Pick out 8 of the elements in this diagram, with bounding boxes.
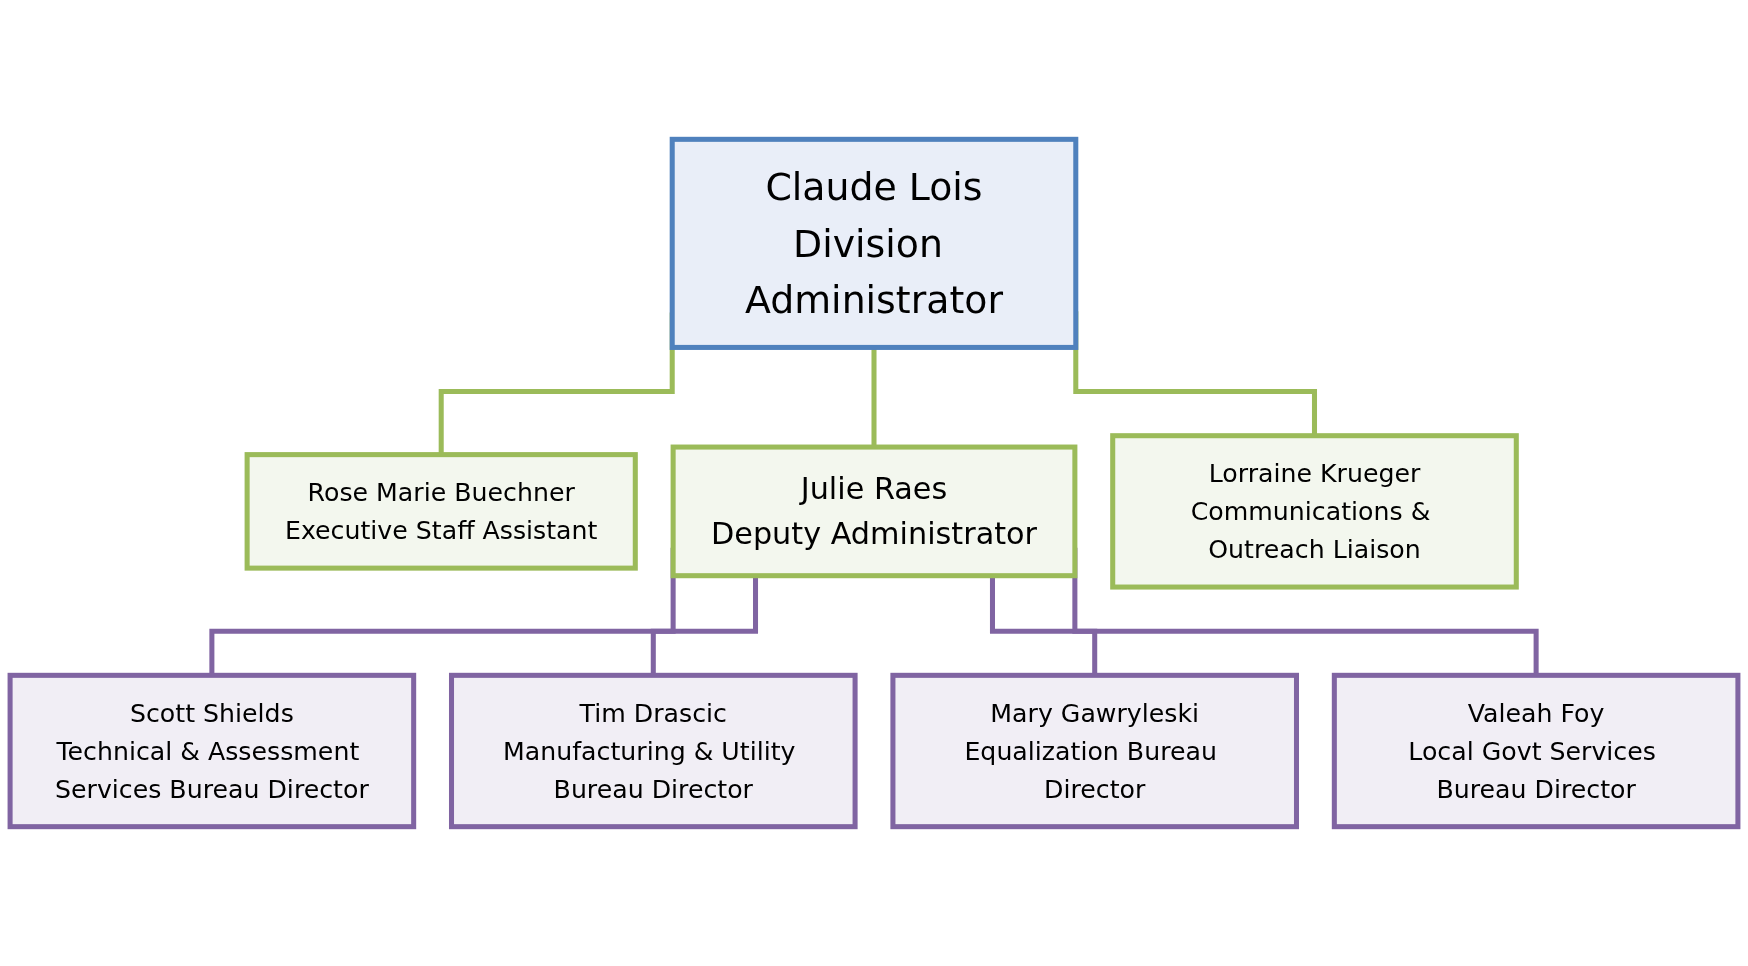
- node-box: Lorraine Krueger Communications & Outreach Liaison: [1110, 433, 1519, 590]
- node-box: Valeah Foy Local Govt Services Bureau Director: [1331, 672, 1741, 830]
- node-box: Claude Lois Division Administrator: [669, 136, 1079, 350]
- node-box: Julie Raes Deputy Administrator: [670, 444, 1078, 579]
- node-box: Rose Marie Buechner Executive Staff Assistant: [244, 452, 638, 571]
- node-box: Scott Shields Technical & Assessment Services Bureau Director: [7, 672, 417, 830]
- node-box: Tim Drascic Manufacturing & Utility Bureau Director: [449, 672, 858, 830]
- node-box: Mary Gawryleski Equalization Bureau Director: [890, 672, 1299, 830]
